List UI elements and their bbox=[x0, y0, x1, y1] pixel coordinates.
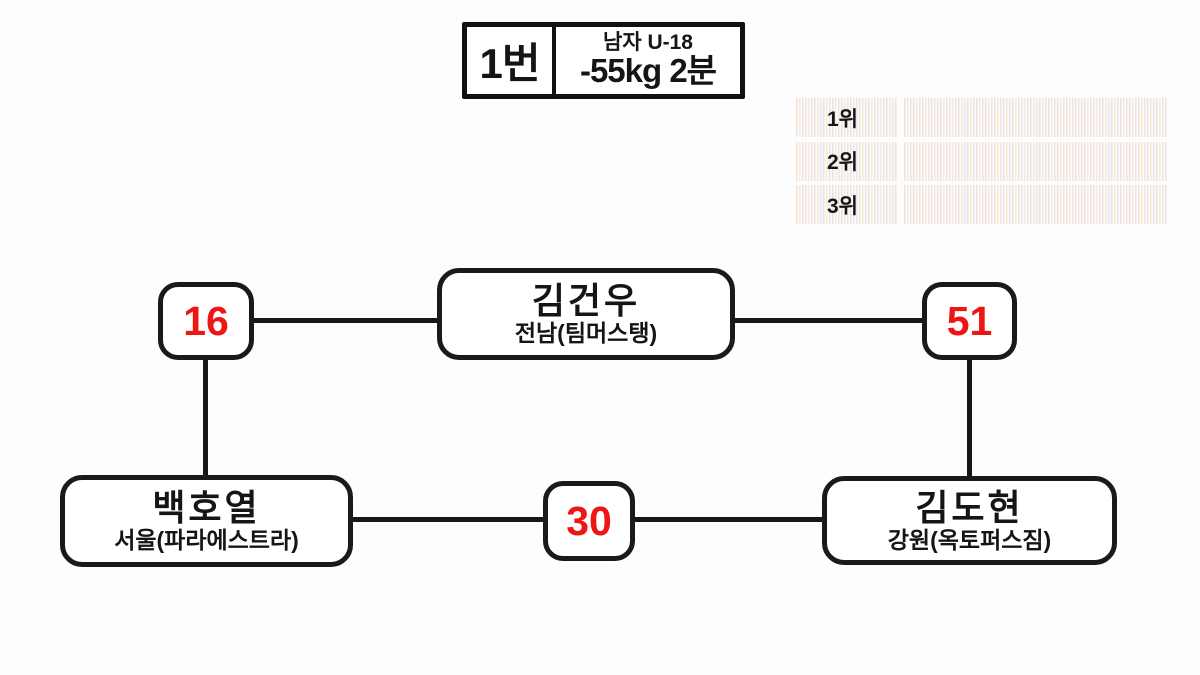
rank-label-3: 3위 bbox=[796, 185, 897, 224]
connector-node51-to-player3 bbox=[967, 358, 972, 479]
connector-node16-to-player2 bbox=[203, 358, 208, 478]
match-node-30: 30 bbox=[543, 481, 635, 561]
player-3-name: 김도현 bbox=[915, 486, 1024, 528]
match-class: 남자 U-18 -55kg 2분 bbox=[556, 27, 740, 94]
weight-time-label: -55kg 2분 bbox=[579, 52, 717, 90]
results-table: 1위 2위 3위 bbox=[796, 98, 1167, 229]
column-divider bbox=[897, 141, 904, 181]
rank-label-1: 1위 bbox=[796, 98, 897, 137]
result-row-2: 2위 bbox=[796, 141, 1167, 181]
winner-value-3 bbox=[904, 185, 1167, 224]
column-divider bbox=[897, 98, 904, 137]
player-card-2: 백호열 서울(파라에스트라) bbox=[60, 475, 353, 567]
player-1-team: 전남(팀머스탱) bbox=[514, 320, 658, 347]
connector-node16-to-player1 bbox=[252, 318, 440, 323]
player-1-name: 김건우 bbox=[531, 280, 641, 322]
winner-value-1 bbox=[904, 98, 1167, 137]
division-label: 남자 U-18 bbox=[603, 31, 693, 55]
connector-node30-to-player3 bbox=[633, 517, 825, 522]
result-row-3: 3위 bbox=[796, 185, 1167, 224]
match-node-16: 16 bbox=[158, 282, 254, 360]
column-divider bbox=[897, 185, 904, 224]
connector-player1-to-node51 bbox=[732, 318, 924, 323]
player-3-team: 강원(옥토퍼스짐) bbox=[887, 526, 1052, 553]
player-card-3: 김도현 강원(옥토퍼스짐) bbox=[822, 476, 1117, 565]
player-2-name: 백호열 bbox=[152, 487, 261, 529]
match-node-51: 51 bbox=[922, 282, 1017, 360]
match-number: 1번 bbox=[467, 27, 556, 94]
connector-player2-to-node30 bbox=[350, 517, 546, 522]
match-header: 1번 남자 U-18 -55kg 2분 bbox=[462, 22, 745, 99]
rank-label-2: 2위 bbox=[796, 141, 897, 181]
player-2-team: 서울(파라에스트라) bbox=[114, 527, 299, 554]
player-card-1: 김건우 전남(팀머스탱) bbox=[437, 268, 735, 360]
winner-value-2 bbox=[904, 141, 1167, 181]
result-row-1: 1위 bbox=[796, 98, 1167, 137]
